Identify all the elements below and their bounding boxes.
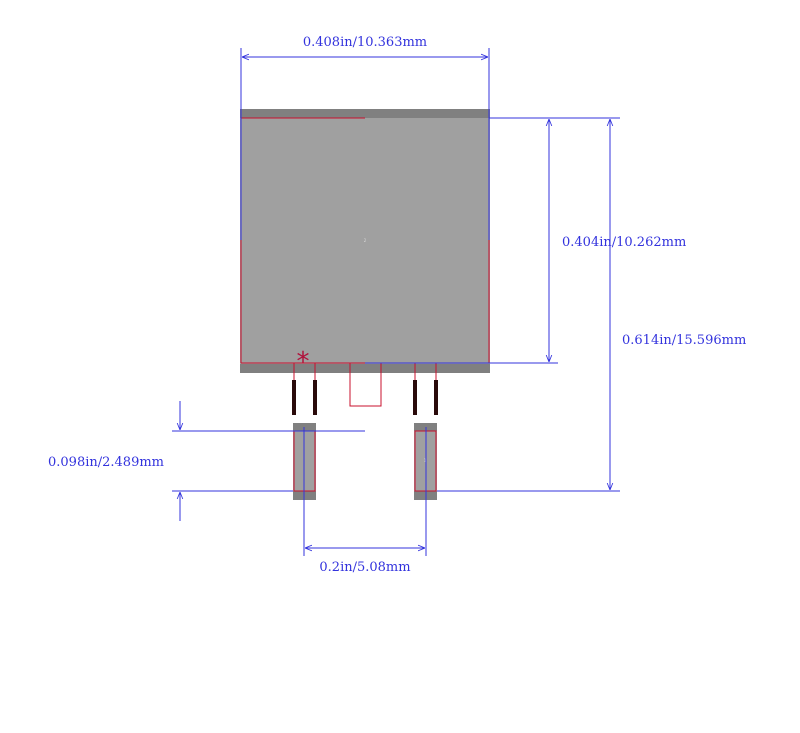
dim-tab-height-label: 0.404in/10.262mm [562,235,686,250]
lead-3a [413,380,417,415]
dim-tab-height [489,117,558,364]
dim-body-width-label: 0.408in/10.363mm [303,35,427,50]
dim-pin-pitch [303,427,427,556]
lead-1b [313,380,317,415]
dim-pad-length [172,401,365,521]
body-edge-lines [240,118,490,364]
pin1-marker: * [297,347,310,377]
body-outline [240,117,490,407]
leads [292,380,438,415]
tab-pad-label: 2 [364,238,367,243]
pad-label: 1 [424,458,427,463]
dim-body-width [240,48,490,118]
dim-pin-pitch-label: 0.2in/5.08mm [319,560,410,575]
dim-pad-length-label: 0.098in/2.489mm [48,455,164,470]
lead-1a [292,380,296,415]
dim-total-height-label: 0.614in/15.596mm [622,333,746,348]
dim-total-height [437,117,620,492]
tab-pad: 2 [240,109,490,373]
lead-3b [434,380,438,415]
